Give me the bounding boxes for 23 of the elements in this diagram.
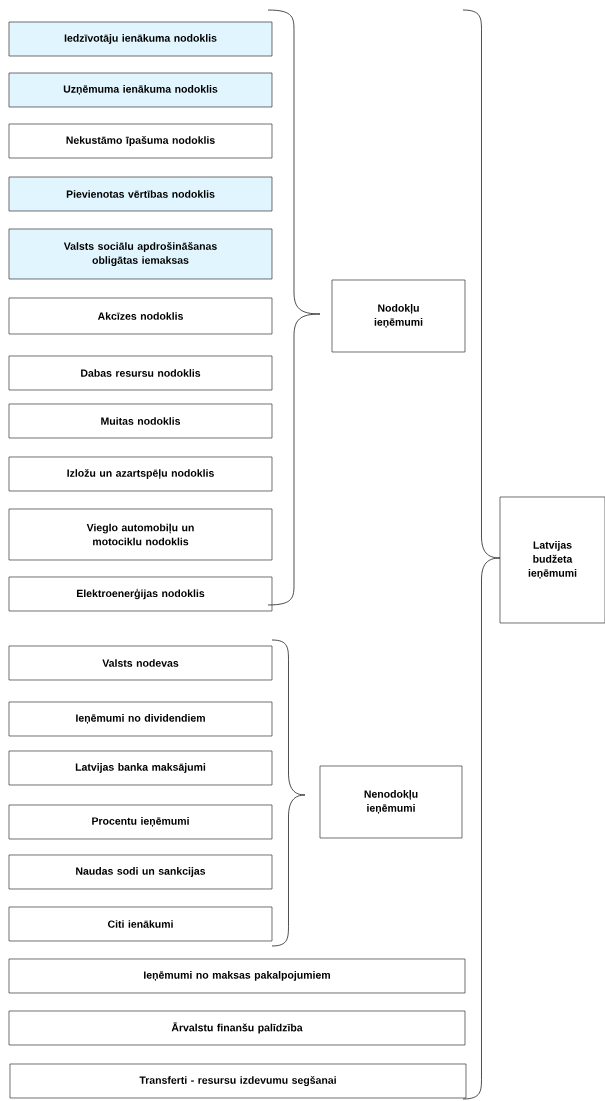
category-box: Ārvalstu finanšu palīdzība — [8, 1010, 466, 1046]
category-box: Dabas resursu nodoklis — [8, 355, 273, 391]
category-box: Nekustāmo īpašuma nodoklis — [8, 123, 273, 159]
category-box: Procentu ieņēmumi — [8, 804, 273, 840]
category-box: Ieņēmumi no maksas pakalpojumiem — [8, 958, 466, 994]
category-box: Akcīzes nodoklis — [8, 297, 273, 335]
category-box: Latvijas banka maksājumi — [8, 750, 273, 786]
category-box: Elektroenerģijas nodoklis — [8, 576, 273, 612]
category-box: Transferti - resursu izdevumu segšanai — [9, 1063, 467, 1099]
category-box: Valsts nodevas — [8, 645, 273, 681]
category-box: Valsts sociālu apdrošināšanas obligātas iemaksas — [8, 228, 273, 280]
category-box: Ieņēmumi no dividendiem — [8, 701, 273, 737]
category-box: Naudas sodi un sankcijas — [8, 854, 273, 890]
category-box: Latvijas budžeta ieņēmumi — [499, 496, 605, 624]
category-box: Nenodokļu ieņēmumi — [319, 765, 463, 839]
category-box: Nodokļu ieņēmumi — [331, 279, 466, 353]
category-box: Vieglo automobiļu un motociklu nodoklis — [8, 508, 273, 561]
category-box: Citi ienākumi — [8, 906, 273, 942]
category-box: Pievienotas vērtības nodoklis — [8, 176, 273, 212]
category-box: Uzņēmuma ienākuma nodoklis — [8, 72, 273, 108]
category-box: Izložu un azartspēļu nodoklis — [8, 456, 273, 492]
category-box: Iedzīvotāju ienākuma nodoklis — [8, 21, 273, 57]
category-box: Muitas nodoklis — [8, 403, 273, 439]
